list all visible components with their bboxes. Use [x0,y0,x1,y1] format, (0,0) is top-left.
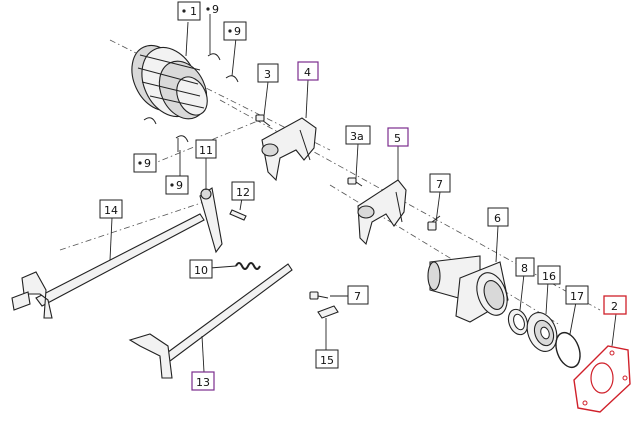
callout-10: 10 [189,259,213,279]
retaining-ring-part [555,331,581,369]
callout-3a: 3a [345,125,371,145]
clip-15-part [317,305,339,319]
callout-9a-label: 9 [212,3,219,16]
callout-1-label: 1 [190,5,197,18]
screw-3-part [255,114,271,127]
callout-17-label: 17 [570,290,584,303]
callout-9b-label: 9 [234,25,241,38]
callout-12-label: 12 [236,186,250,199]
callout-2: 2 [603,295,627,315]
callout-8: 8 [515,257,535,277]
callout-5-label: 5 [394,132,401,145]
callout-3a-label: 3a [350,130,364,143]
callout-16-label: 16 [542,270,556,283]
callout-9c: 9 [133,153,157,173]
callout-13: 13 [191,371,215,391]
callout-9b: 9 [223,21,247,41]
callout-5: 5 [387,127,409,147]
callout-3: 3 [257,63,279,83]
bolt-7-lower-part [309,291,329,300]
callout-15-label: 15 [320,354,334,367]
bearing-part [526,312,558,352]
selector-shaft-13-part [128,263,293,379]
shift-fork-5-part [357,179,407,246]
callout-1: 1 [177,1,201,21]
callout-11-label: 11 [199,144,213,157]
selector-shaft-14-part [11,213,205,319]
callout-3-label: 3 [264,68,271,81]
callout-7a-label: 7 [436,178,443,191]
callout-4-label: 4 [304,66,311,79]
synchronizer-hub-part [131,45,208,120]
callout-7b-label: 7 [354,290,361,303]
callout-8-label: 8 [521,262,528,275]
pin-part [229,209,247,221]
callout-7b: 7 [347,285,369,305]
spring-part [235,262,261,270]
callout-4: 4 [297,61,319,81]
callout-16: 16 [537,265,561,285]
callout-14: 14 [99,199,123,219]
callout-15: 15 [315,349,339,369]
callout-6: 6 [487,207,509,227]
callout-10-label: 10 [194,264,208,277]
gasket-part [573,345,631,413]
callout-12: 12 [231,181,255,201]
bolt-7-upper-part [427,215,441,231]
screw-3a-part [347,177,363,187]
callout-13-label: 13 [196,376,210,389]
callout-2-label: 2 [611,300,618,313]
callout-7a: 7 [429,173,451,193]
callout-9a: 9 [206,3,219,16]
callout-17: 17 [565,285,589,305]
callout-14-label: 14 [104,204,118,217]
lever-part [199,187,223,254]
seal-ring-part [507,308,529,336]
circlip-parts [143,53,239,143]
callout-9d-label: 9 [176,179,183,192]
callout-9d: 9 [165,175,189,195]
bearing-housing-part [427,255,509,323]
shift-fork-4-part [261,117,317,182]
callout-9c-label: 9 [144,157,151,170]
callout-11: 11 [195,139,217,159]
callout-6-label: 6 [494,212,501,225]
